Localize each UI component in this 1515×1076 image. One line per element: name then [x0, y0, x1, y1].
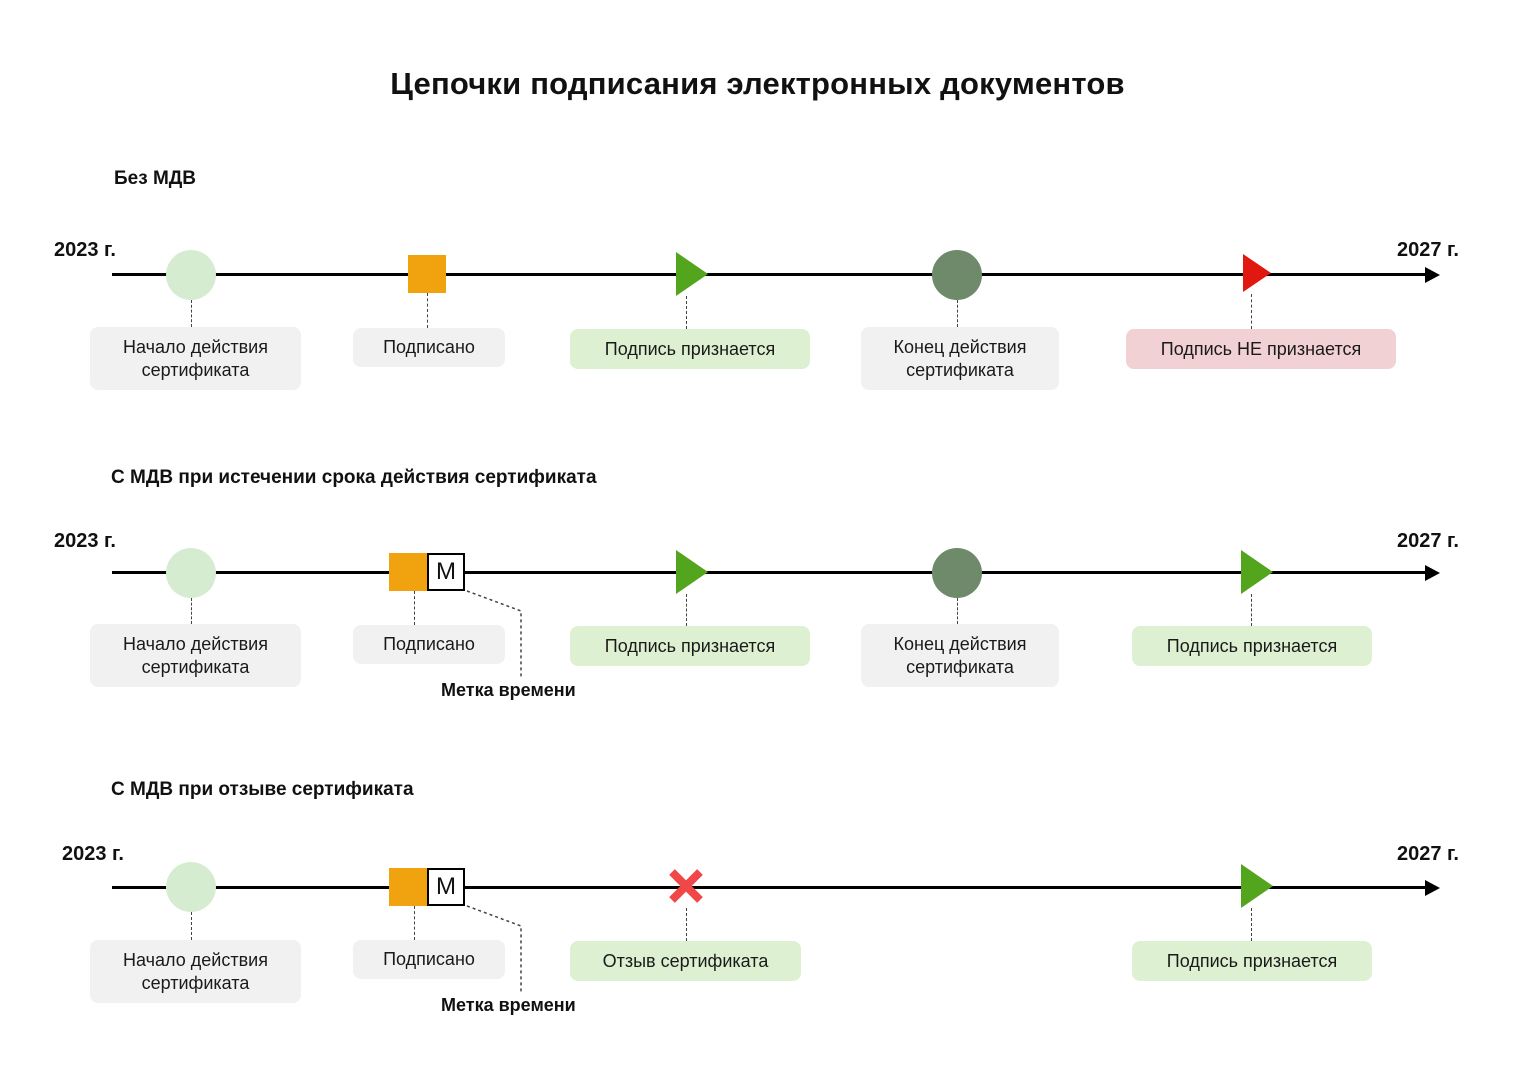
- cert-end-circle-icon: [932, 548, 982, 598]
- timeline-arrow-icon: [1425, 565, 1440, 581]
- event-label-signed: Подписано: [353, 328, 505, 367]
- timestamp-label: Метка времени: [441, 680, 576, 700]
- timestamp-m-icon: М: [427, 868, 465, 906]
- event-label-cert-start: Начало действия сертификата: [90, 327, 301, 390]
- end-year-label: 2027 г.: [1397, 239, 1459, 261]
- timeline-line: [112, 273, 1428, 276]
- timeline-line: [112, 571, 1428, 574]
- event-label-signed: Подписано: [353, 625, 505, 664]
- signed-square-icon: [389, 868, 427, 906]
- event-label-signature-invalid: Подпись НЕ признается: [1126, 329, 1396, 369]
- revocation-x-icon: [669, 869, 703, 903]
- event-label-signature-valid: Подпись признается: [570, 626, 810, 666]
- connector-line: [414, 591, 415, 625]
- start-year-label: 2023 г.: [54, 239, 116, 261]
- page-title: Цепочки подписания электронных документо…: [390, 66, 1125, 101]
- event-label-cert-start: Начало действия сертификата: [90, 940, 301, 1003]
- timestamp-label: Метка времени: [441, 995, 576, 1015]
- timeline-arrow-icon: [1425, 267, 1440, 283]
- timeline-arrow-icon: [1425, 880, 1440, 896]
- section-title: Без МДВ: [114, 168, 197, 189]
- section-title: С МДВ при отзыве сертификата: [111, 779, 414, 800]
- connector-line: [414, 906, 415, 940]
- event-label-signature-valid: Подпись признается: [1132, 941, 1372, 981]
- timestamp-m-icon: М: [427, 553, 465, 591]
- connector-line: [191, 300, 192, 327]
- connector-line: [427, 293, 428, 328]
- signed-square-icon: [408, 255, 446, 293]
- signature-valid-triangle-icon: [1241, 550, 1273, 594]
- end-year-label: 2027 г.: [1397, 843, 1459, 865]
- signature-valid-triangle-icon: [676, 550, 708, 594]
- connector-line: [1251, 594, 1252, 626]
- start-year-label: 2023 г.: [54, 530, 116, 552]
- signed-square-icon: [389, 553, 427, 591]
- connector-line: [191, 598, 192, 624]
- section-title: С МДВ при истечении срока действия серти…: [111, 467, 597, 488]
- connector-line: [957, 598, 958, 624]
- connector-line: [686, 296, 687, 329]
- event-label-cert-end: Конец действия сертификата: [861, 327, 1059, 390]
- connector-line: [686, 908, 687, 941]
- signature-invalid-triangle-icon: [1243, 254, 1271, 292]
- connector-line: [191, 912, 192, 940]
- signature-valid-triangle-icon: [676, 252, 708, 296]
- connector-line: [1251, 294, 1252, 329]
- cert-start-circle-icon: [166, 862, 216, 912]
- cert-start-circle-icon: [166, 250, 216, 300]
- timeline-line: [112, 886, 1428, 889]
- event-label-cert-revoked: Отзыв сертификата: [570, 941, 801, 981]
- event-label-cert-end: Конец действия сертификата: [861, 624, 1059, 687]
- cert-end-circle-icon: [932, 250, 982, 300]
- start-year-label: 2023 г.: [62, 843, 124, 865]
- connector-line: [1251, 908, 1252, 941]
- end-year-label: 2027 г.: [1397, 530, 1459, 552]
- signature-valid-triangle-icon: [1241, 864, 1273, 908]
- cert-start-circle-icon: [166, 548, 216, 598]
- connector-line: [686, 594, 687, 626]
- event-label-signed: Подписано: [353, 940, 505, 979]
- event-label-signature-valid: Подпись признается: [570, 329, 810, 369]
- connector-line: [957, 300, 958, 327]
- event-label-cert-start: Начало действия сертификата: [90, 624, 301, 687]
- event-label-signature-valid: Подпись признается: [1132, 626, 1372, 666]
